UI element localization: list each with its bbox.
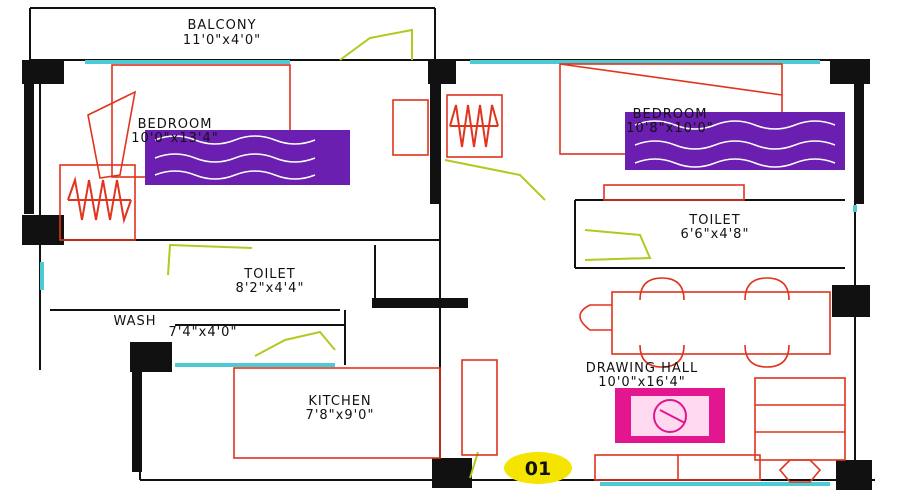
- drawing-hall-furniture: [579, 277, 846, 483]
- bedroom1-name: BEDROOM: [138, 117, 213, 132]
- toilet1-size: 8'2"x4'4": [236, 281, 305, 296]
- bedroom1-furniture: [59, 64, 350, 241]
- unit-badge-label: 01: [525, 458, 551, 480]
- kitchen-name: KITCHEN: [308, 394, 371, 409]
- wash-size: 7'4"x4'0": [169, 325, 238, 340]
- windows: [40, 60, 857, 486]
- toilet2-name: TOILET: [688, 213, 740, 228]
- balcony-size: 11'0"x4'0": [183, 33, 261, 48]
- bedroom2-name: BEDROOM: [633, 107, 708, 122]
- kitchen-size: 7'8"x9'0": [306, 408, 375, 423]
- bedroom2-furniture: [392, 63, 845, 201]
- wash-name: WASH: [113, 314, 156, 329]
- balcony-name: BALCONY: [187, 18, 256, 33]
- toilet2-size: 6'6"x4'8": [681, 227, 750, 242]
- toilet1-name: TOILET: [243, 267, 295, 282]
- kitchen-furniture: [233, 359, 498, 459]
- drawing-hall-size: 10'0"x16'4": [598, 375, 685, 390]
- doors: [167, 28, 652, 479]
- columns: [22, 60, 872, 490]
- drawing-hall-name: DRAWING HALL: [586, 361, 698, 376]
- bedroom1-size: 10'0"x13'4": [131, 131, 218, 146]
- unit-badge: 01: [504, 452, 572, 484]
- bedroom2-size: 10'8"x10'0": [626, 121, 713, 136]
